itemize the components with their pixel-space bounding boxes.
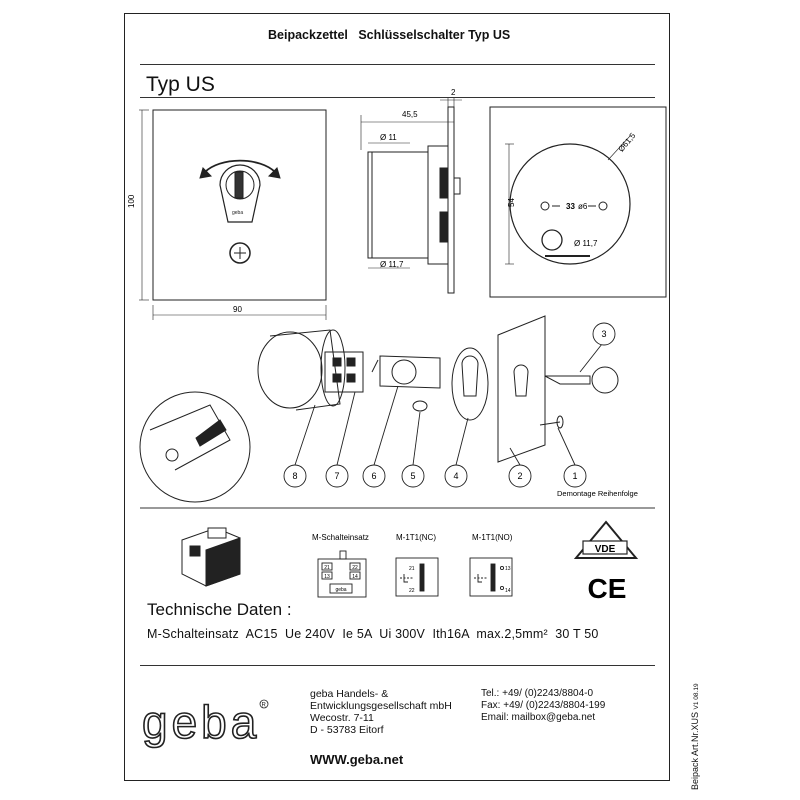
- side-view: [360, 98, 462, 294]
- type-heading: Typ US: [146, 73, 215, 96]
- company-contact: Tel.: +49/ (0)2243/8804-0 Fax: +49/ (0)2…: [481, 688, 605, 724]
- geba-logo: geba R: [141, 698, 269, 749]
- nc-diagram: [395, 557, 439, 597]
- m-pin: 22: [352, 565, 358, 571]
- version-label: V1 08.19: [693, 683, 700, 710]
- part-label: 4: [453, 471, 458, 481]
- technical-drawing: geba 100 90 45,5 2 Ø 11 Ø 11,7: [127, 88, 667, 509]
- dim-round-dia: Ø61,5: [616, 131, 637, 154]
- company-website: WWW.geba.net: [310, 752, 404, 767]
- part-label: 8: [292, 471, 297, 481]
- dim-width: 90: [233, 305, 242, 314]
- part-labels: [283, 322, 616, 488]
- no-pin: 14: [505, 588, 511, 594]
- document-frame: [124, 13, 670, 781]
- company-name-1: geba Handels- &: [310, 688, 389, 700]
- footer-divider: [140, 665, 655, 666]
- nc-pin: 21: [409, 566, 415, 572]
- dim-height: 100: [127, 194, 136, 208]
- m-schalteinsatz-diagram: [317, 550, 367, 598]
- ce-mark: CE: [588, 573, 627, 604]
- type-divider: [140, 97, 655, 98]
- article-number-sidebar: Beipack Art.Nr.XUS V1 08.19: [690, 683, 700, 790]
- no-label: M-1T1(NO): [472, 533, 513, 542]
- dim-hole-dia-left: Ø 11,7: [380, 260, 404, 269]
- contact-block-image: [181, 527, 241, 587]
- dim-hole-dia-right: Ø 11,7: [574, 239, 598, 248]
- dim-cyl-dia: Ø 11: [380, 133, 397, 142]
- company-city: D - 53783 Eitorf: [310, 724, 384, 736]
- company-fax: Fax: +49/ (0)2243/8804-199: [481, 700, 606, 711]
- m-bottom-label: geba: [335, 587, 346, 593]
- company-name-2: Entwicklungsgesellschaft mbH: [310, 700, 452, 712]
- m-pin: 21: [324, 565, 330, 571]
- contacts-row: M-Schalteinsatz M-1T1(NC) M-1T1(NO) 21 2…: [181, 520, 639, 604]
- article-number: Beipack Art.Nr.XUS: [690, 711, 700, 790]
- svg-text:R: R: [262, 703, 267, 709]
- part-label: 7: [334, 471, 339, 481]
- dim-hole-dist: 33: [566, 202, 575, 211]
- no-diagram: [469, 557, 513, 597]
- m-pin: 13: [324, 574, 330, 580]
- nc-label: M-1T1(NC): [396, 533, 436, 542]
- company-tel: Tel.: +49/ (0)2243/8804-0: [481, 688, 594, 699]
- part-label: 3: [601, 329, 606, 339]
- dim-depth: 45,5: [402, 110, 418, 119]
- part-label: 1: [572, 471, 577, 481]
- company-street: Wecostr. 7-11: [310, 712, 374, 724]
- part-label: 5: [410, 471, 415, 481]
- no-pin: 13: [505, 566, 511, 572]
- dim-hole-dist-unit: ø6: [578, 202, 588, 211]
- dim-round-height: 54: [507, 198, 516, 207]
- geba-logo-text: geba: [142, 698, 260, 748]
- m-pin: 14: [352, 574, 358, 580]
- demontage-note: Demontage Reihenfolge: [557, 489, 638, 498]
- front-view: geba: [139, 109, 327, 320]
- dim-plate: 2: [451, 88, 456, 97]
- vde-icon: [573, 520, 639, 559]
- tech-title: Technische Daten :: [147, 600, 292, 619]
- part-label: 6: [371, 471, 376, 481]
- company-email: Email: mailbox@geba.net: [481, 712, 596, 723]
- part-label: 2: [517, 471, 522, 481]
- rear-view: [489, 106, 667, 298]
- header-divider: [140, 64, 655, 65]
- nc-pin: 22: [409, 588, 415, 594]
- page-title: Beipackzettel Schlüsselschalter Typ US: [268, 28, 511, 42]
- vde-label: VDE: [595, 544, 616, 555]
- tech-spec-line: M-Schalteinsatz AC15 Ue 240V Ie 5A Ui 30…: [147, 627, 599, 641]
- exploded-view: [139, 315, 619, 503]
- svg-text:geba: geba: [232, 210, 243, 216]
- m-schalteinsatz-label: M-Schalteinsatz: [312, 533, 369, 542]
- company-address: geba Handels- & Entwicklungsgesellschaft…: [310, 688, 452, 736]
